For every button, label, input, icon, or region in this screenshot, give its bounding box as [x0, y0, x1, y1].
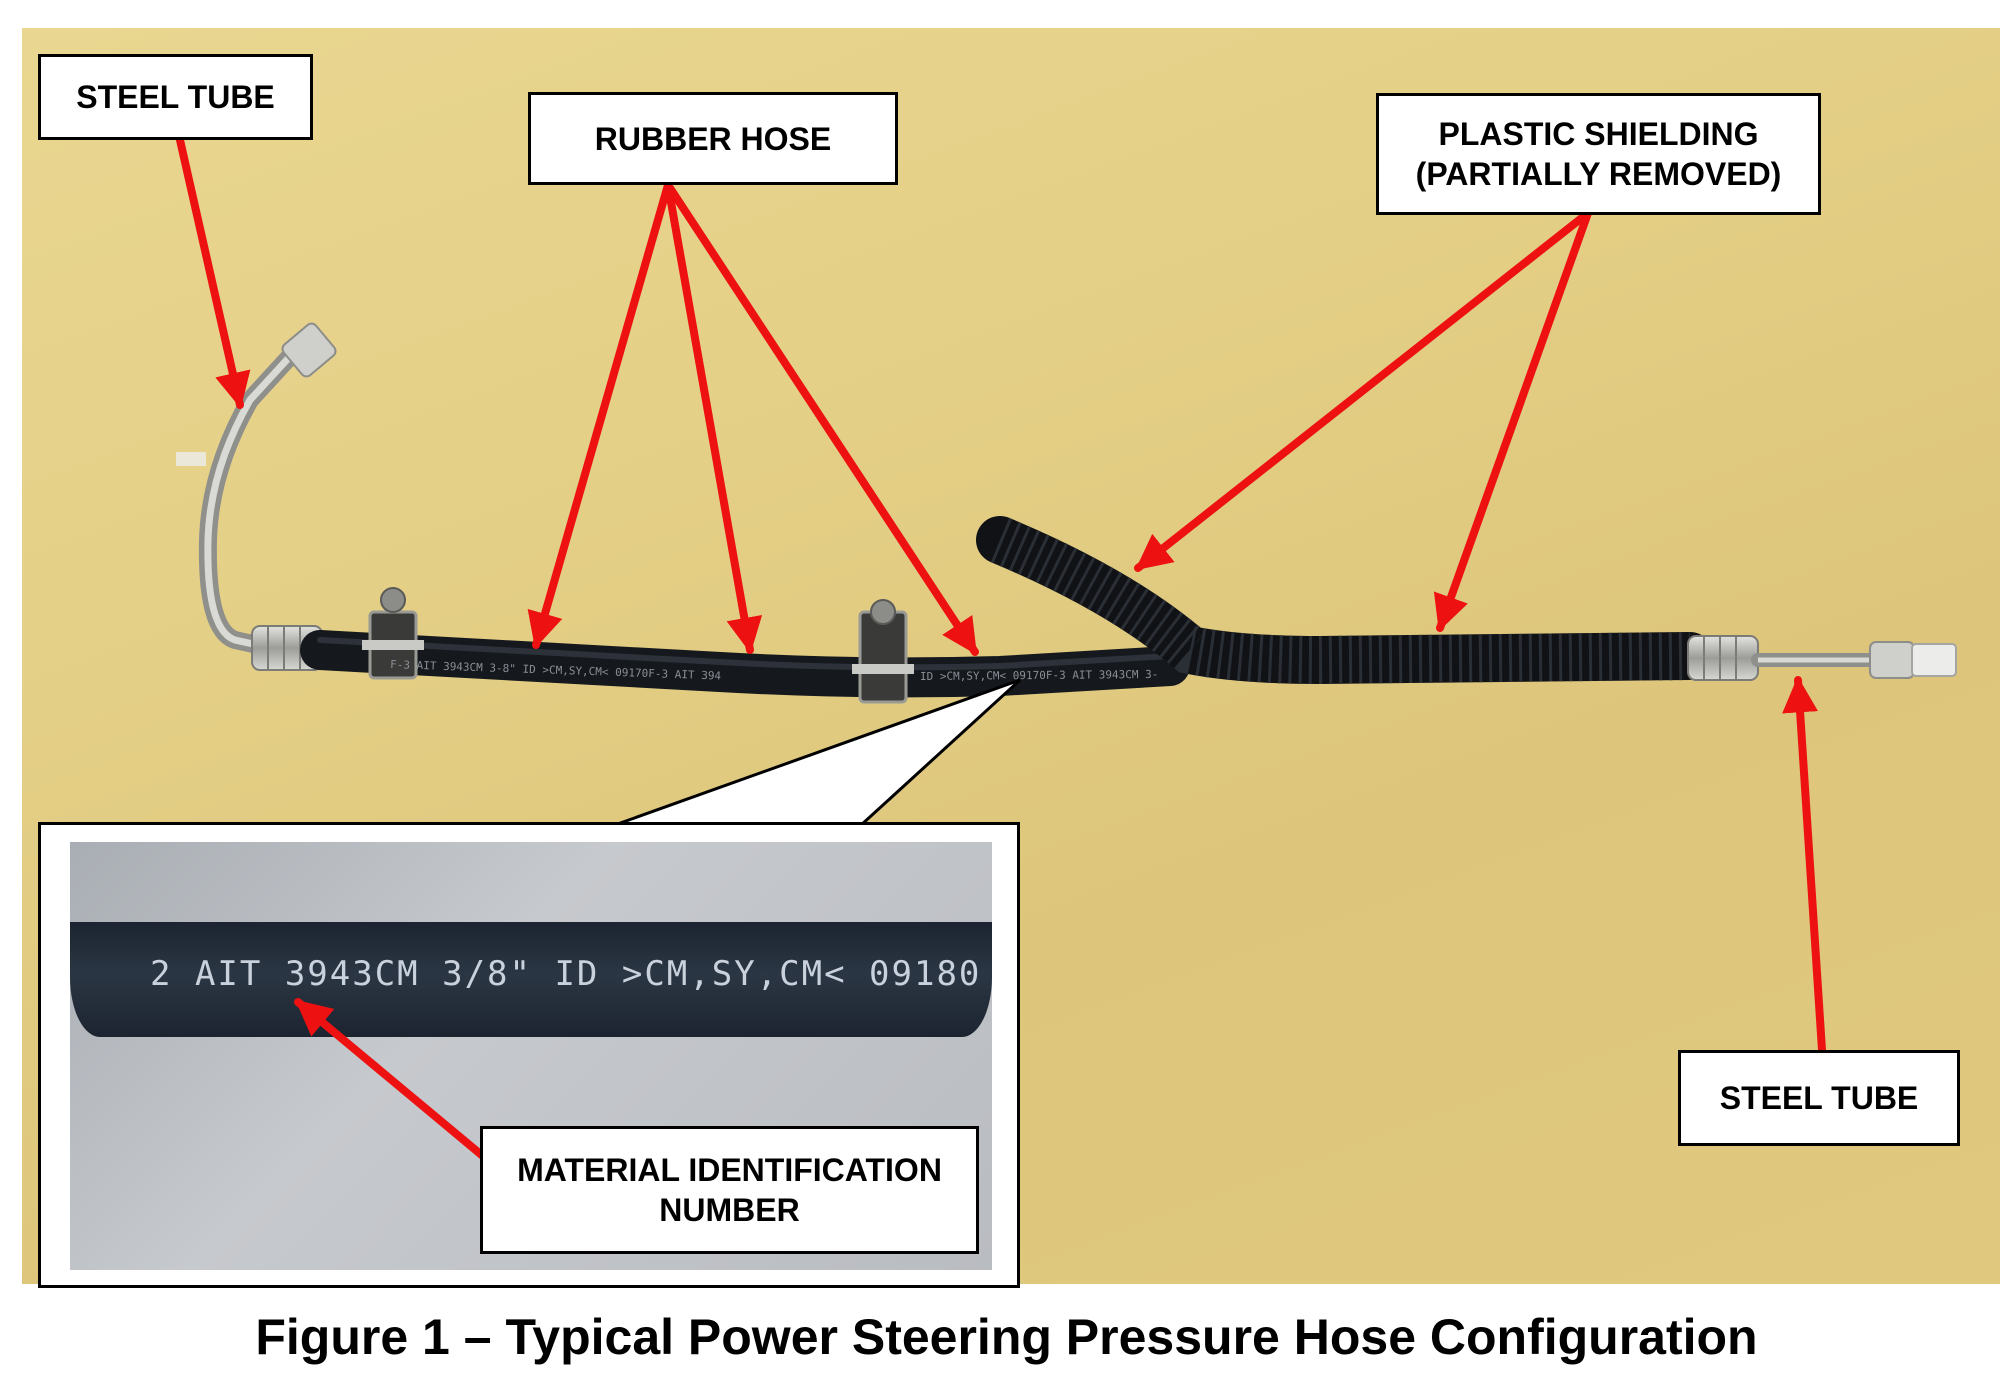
label-rubber-hose: RUBBER HOSE: [528, 92, 898, 185]
mounting-bracket-middle: [852, 599, 914, 704]
arrow-rubber-hose-1: [527, 181, 672, 649]
arrow-rubber-hose-2: [664, 181, 763, 654]
arrow-material-id: [294, 998, 494, 1166]
arrow-plastic-shielding-2: [1433, 209, 1592, 632]
arrow-plastic-shielding-1: [1134, 209, 1592, 572]
label-steel-tube-right: STEEL TUBE: [1678, 1050, 1960, 1146]
label-steel-tube-left: STEEL TUBE: [38, 54, 313, 140]
arrow-rubber-hose-3: [664, 181, 979, 656]
tube-nut-left: [281, 322, 337, 378]
mounting-bracket-left: [362, 587, 424, 680]
figure-caption: Figure 1 – Typical Power Steering Pressu…: [255, 1309, 1758, 1365]
arrow-steel-tube-right: [1782, 676, 1826, 1054]
hose-marking-2: ID >CM,SY,CM< 09170F-3 AIT 3943CM 3-: [920, 668, 1159, 683]
label-plastic-shielding: PLASTIC SHIELDING (PARTIALLY REMOVED): [1376, 93, 1821, 215]
inset-material-id-marking: 2 AIT 3943CM 3/8" ID >CM,SY,CM< 09180: [150, 954, 982, 994]
arrow-steel-tube-left: [176, 136, 251, 409]
inset-hose: [70, 922, 992, 1037]
label-material-id: MATERIAL IDENTIFICATION NUMBER: [480, 1126, 979, 1254]
